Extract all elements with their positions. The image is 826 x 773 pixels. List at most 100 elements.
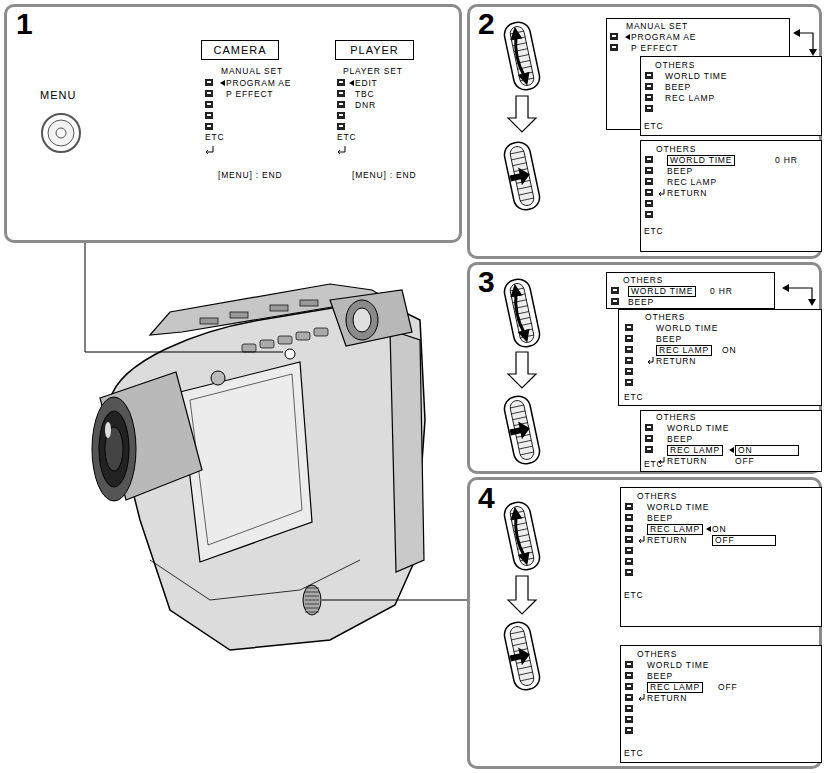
cycle-arrow-head — [808, 299, 816, 306]
menu-text: [MENU] : END — [352, 170, 416, 180]
lens — [92, 397, 136, 501]
menu-screen: PLAYER SETEDITTBCDNRETC[MENU] : END — [335, 64, 453, 186]
lens — [99, 411, 129, 487]
menu-text: ETC — [624, 590, 643, 600]
side-button — [242, 344, 256, 352]
mic — [211, 371, 225, 385]
step-number: 1 — [16, 8, 33, 40]
eyepiece — [346, 300, 378, 340]
top-button — [270, 305, 288, 311]
menu-text: BEEP — [667, 434, 693, 444]
menu-text: ETC — [205, 132, 224, 142]
dial-ridge — [305, 596, 319, 597]
screen-icons — [619, 310, 823, 407]
side-button — [260, 340, 274, 348]
menu-text: TBC — [355, 89, 374, 99]
menu-screen: MANUAL SETPROGRAM AEP EFFECTETC[MENU] : … — [201, 64, 319, 186]
menu-text: PLAYER SET — [343, 66, 403, 76]
top-button — [230, 312, 248, 318]
menu-text: BEEP — [647, 671, 673, 681]
side-button — [278, 336, 292, 344]
cycle-arrow — [788, 288, 812, 300]
cycle-arrow-head — [809, 49, 817, 56]
step-panel: 3OTHERSWORLD TIME0 HRBEEPOTHERSWORLD TIM… — [467, 262, 822, 474]
menu-button-large — [42, 114, 80, 152]
menu-text: 0 HR — [710, 286, 733, 296]
dial-ridge — [305, 612, 319, 613]
control-dial — [303, 585, 321, 615]
menu-text: ON — [735, 445, 799, 456]
top-button — [300, 300, 318, 306]
menu-text: PROGRAM AE — [226, 78, 291, 88]
cycle-arrow-head — [782, 284, 789, 292]
menu-text: WORLD TIME — [647, 502, 709, 512]
menu-button — [285, 349, 295, 359]
menu-text: MANUAL SET — [626, 21, 688, 31]
dial-ridge — [305, 608, 319, 609]
menu-text: ON — [712, 524, 726, 534]
menu-screen: OTHERSWORLD TIME0 HRBEEP — [606, 272, 775, 309]
leader-line — [85, 243, 283, 352]
menu-text: REC LAMP — [665, 93, 715, 103]
menu-button-large — [56, 128, 66, 138]
menu-screen: OTHERSWORLD TIME0 HRBEEPREC LAMPRETURNET… — [640, 140, 822, 252]
step-number: 3 — [478, 266, 495, 298]
menu-text: REC LAMP — [667, 177, 717, 187]
menu-text: ON — [722, 345, 736, 355]
menu-text: OTHERS — [637, 649, 677, 659]
step-arrow — [508, 576, 536, 614]
menu-text: OTHERS — [656, 144, 696, 154]
step-arrow — [508, 96, 536, 132]
menu-text: DNR — [355, 100, 376, 110]
menu-text: REC LAMP — [667, 445, 723, 456]
leader-line — [322, 600, 467, 601]
menu-text: REC LAMP — [647, 682, 703, 693]
mode-box: PLAYER — [335, 40, 414, 60]
menu-screen: OTHERSWORLD TIMEBEEPREC LAMPONRETURNETC — [618, 309, 822, 406]
menu-screen: OTHERSWORLD TIMEBEEPREC LAMPETC — [640, 56, 822, 136]
menu-text: BEEP — [628, 297, 654, 307]
dial-ridge — [305, 600, 319, 601]
menu-screen: OTHERSWORLD TIMEBEEPREC LAMPOFFRETURNETC — [620, 645, 822, 763]
menu-text: ETC — [644, 226, 663, 236]
menu-text: REC LAMP — [656, 345, 712, 356]
control-dial — [502, 394, 542, 466]
menu-text: WORLD TIME — [665, 71, 727, 81]
menu-text: OTHERS — [655, 60, 695, 70]
control-dial — [502, 500, 542, 572]
dial-ridge — [305, 592, 319, 593]
menu-text: ETC — [644, 121, 663, 131]
menu-text: [MENU] : END — [218, 170, 282, 180]
menu-text: 0 HR — [775, 155, 798, 165]
mode-box: CAMERA — [201, 40, 279, 60]
menu-text: BEEP — [667, 166, 693, 176]
menu-text: OFF — [718, 682, 737, 692]
menu-text: ETC — [624, 748, 643, 758]
lens-glint — [105, 422, 111, 438]
step-panel: 1CAMERA PLAYER MANUAL SETPROGRAM AEP EFFEC… — [4, 4, 462, 243]
menu-text: OTHERS — [637, 491, 677, 501]
grip-strap — [390, 330, 424, 572]
dial-ridge — [305, 604, 319, 605]
cycle-arrow-head — [793, 29, 800, 37]
menu-text: ETC — [644, 459, 663, 469]
side-button — [296, 332, 310, 340]
menu-text: RETURN — [667, 188, 707, 198]
menu-text: WORLD TIME — [667, 423, 729, 433]
step-arrow — [508, 352, 536, 388]
cycle-arrow — [799, 33, 813, 50]
menu-text: ETC — [624, 392, 643, 402]
menu-text: OFF — [735, 456, 754, 466]
menu-text: RETURN — [656, 356, 696, 366]
body-seam — [150, 560, 360, 600]
menu-text: WORLD TIME — [656, 323, 718, 333]
menu-text: OFF — [712, 535, 776, 546]
side-button — [314, 328, 328, 336]
step-panel: 4OTHERSWORLD TIMEBEEPREC LAMPONRETURNOFF… — [467, 477, 822, 769]
menu-screen: OTHERSWORLD TIMEBEEPREC LAMPONRETURNOFFE… — [640, 410, 822, 472]
menu-text: WORLD TIME — [628, 286, 696, 297]
control-dial — [502, 20, 542, 92]
menu-text: OTHERS — [656, 412, 696, 422]
menu-text: OTHERS — [645, 312, 685, 322]
screen-icons — [335, 64, 453, 186]
